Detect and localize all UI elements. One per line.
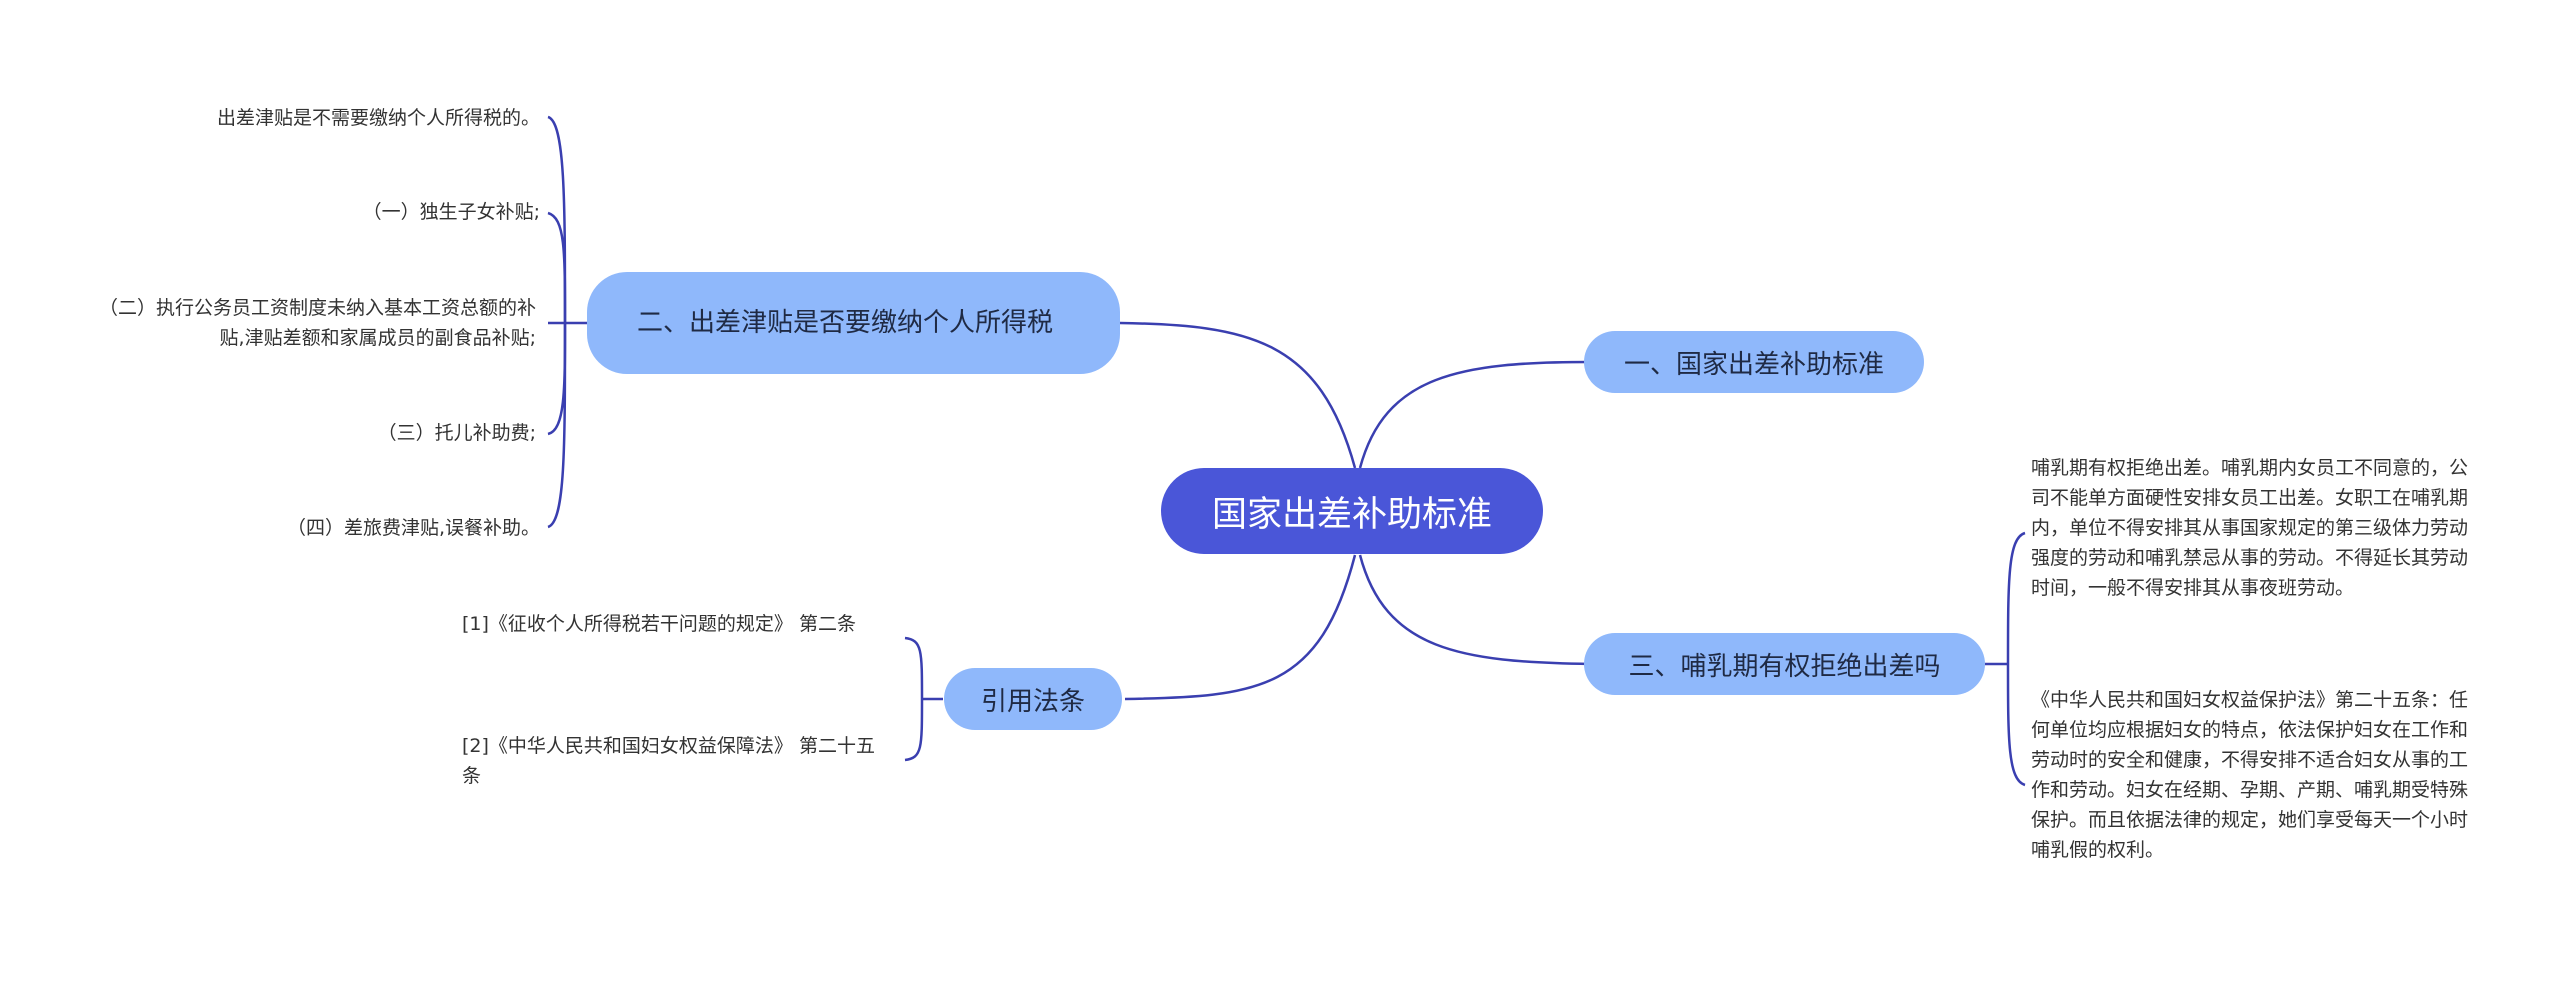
b2-leaf-2: （一）独生子女补贴; bbox=[362, 201, 540, 223]
branch-node-1[interactable]: 一、国家出差补助标准 bbox=[1584, 331, 1924, 393]
link-root-b1 bbox=[1358, 360, 1591, 469]
link-b4-leaf2 bbox=[904, 698, 924, 762]
branch-node-2[interactable]: 二、出差津贴是否要缴纳个人所得税 bbox=[587, 272, 1120, 374]
link-b4-leaf1 bbox=[904, 636, 924, 700]
b2-leaf-4: （三）托儿补助费; bbox=[377, 422, 536, 444]
link-root-b3 bbox=[1358, 554, 1591, 666]
link-b3-leaf1 bbox=[2006, 531, 2026, 665]
branch-1-label: 一、国家出差补助标准 bbox=[1623, 349, 1884, 380]
link-b2-leaf4 bbox=[547, 322, 567, 436]
link-b3-leaf2 bbox=[2006, 663, 2026, 787]
branch-3-label: 三、哺乳期有权拒绝出差吗 bbox=[1628, 651, 1941, 682]
b3-leaf-1: 哺乳期有权拒绝出差。哺乳期内女员工不同意的，公司不能单方面硬性安排女员工出差。女… bbox=[2031, 457, 2469, 599]
branch-node-3[interactable]: 三、哺乳期有权拒绝出差吗 bbox=[1584, 633, 1985, 695]
b4-leaf-2: [2]《中华人民共和国妇女权益保障法》 第二十五条 bbox=[462, 735, 875, 787]
b2-leaf-3: （二）执行公务员工资制度未纳入基本工资总额的补贴,津贴差额和家属成员的副食品补贴… bbox=[98, 297, 536, 349]
branch-node-4[interactable]: 引用法条 bbox=[944, 668, 1122, 730]
b2-leaf-5: （四）差旅费津贴,误餐补助。 bbox=[286, 517, 540, 539]
link-b2-leaf5 bbox=[547, 322, 567, 529]
link-b2-leaf2 bbox=[547, 211, 567, 324]
root-label: 国家出差补助标准 bbox=[1211, 494, 1492, 535]
b4-leaf-1: [1]《征收个人所得税若干问题的规定》 第二条 bbox=[462, 613, 856, 635]
link-root-b2 bbox=[1119, 321, 1357, 469]
root-node[interactable]: 国家出差补助标准 bbox=[1161, 468, 1543, 554]
branch-4-label: 引用法条 bbox=[980, 686, 1085, 717]
b3-leaf-2: 《中华人民共和国妇女权益保护法》第二十五条：任何单位均应根据妇女的特点，依法保护… bbox=[2031, 689, 2469, 861]
b2-leaf-1: 出差津贴是不需要缴纳个人所得税的。 bbox=[216, 107, 540, 129]
link-root-b4 bbox=[1124, 554, 1357, 701]
branch-2-label: 二、出差津贴是否要缴纳个人所得税 bbox=[637, 308, 1054, 338]
